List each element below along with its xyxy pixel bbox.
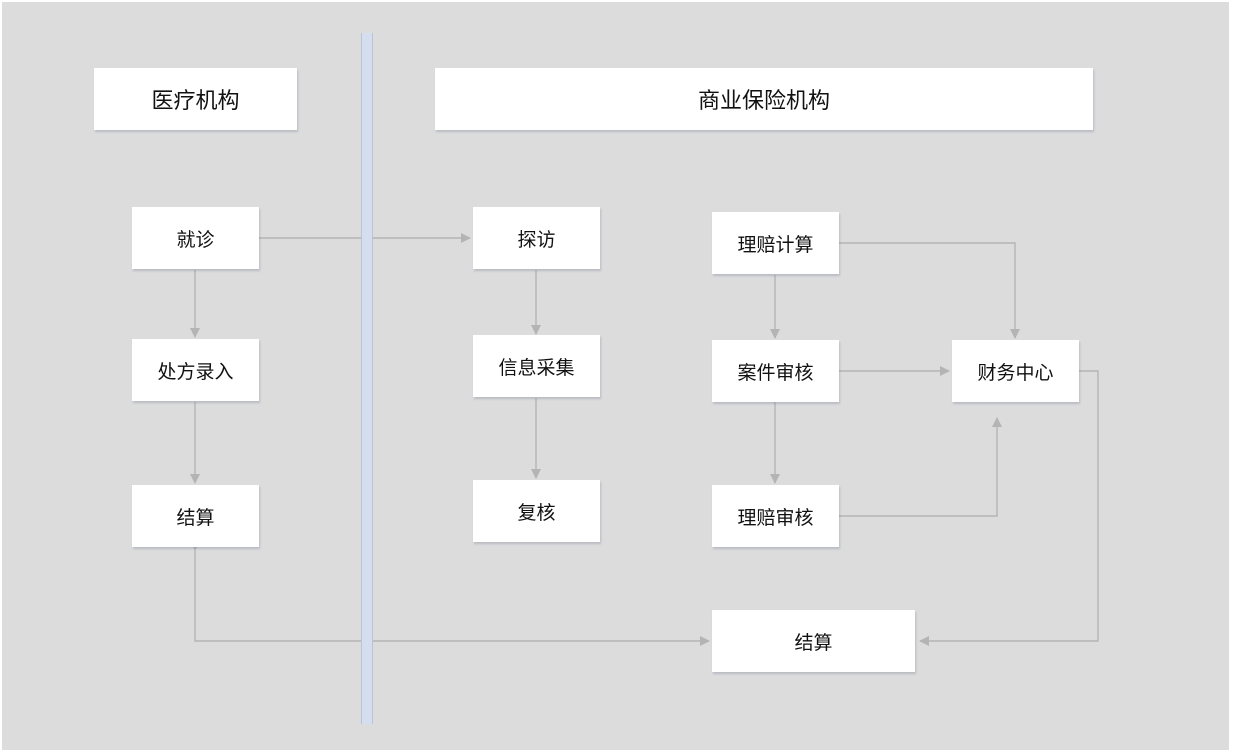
node-prescription: 处方录入 [132,339,259,401]
node-info-collect: 信息采集 [473,335,600,397]
header-insurance-institution: 商业保险机构 [435,68,1093,130]
node-settle-medical: 结算 [132,485,259,547]
node-finance-center: 财务中心 [952,340,1079,402]
node-visit-label: 就诊 [176,228,215,251]
node-visit: 就诊 [132,207,259,269]
node-case-review-label: 案件审核 [737,361,814,384]
arrow-settle-link [190,541,710,646]
node-info-collect-label: 信息采集 [498,356,575,379]
node-survey: 探访 [473,207,600,269]
header-insurance-label: 商业保险机构 [697,89,830,114]
node-prescription-label: 处方录入 [157,360,234,383]
node-settle-insurance: 结算 [712,610,915,672]
node-settle-insurance-label: 结算 [794,631,833,654]
node-claim-calc-label: 理赔计算 [737,233,814,256]
node-survey-label: 探访 [517,228,556,251]
arrow-calc-to-finance [839,242,1020,339]
node-settle-medical-label: 结算 [176,506,215,529]
arrow-review-to-finance [839,417,1002,517]
header-medical-label: 医疗机构 [151,89,240,114]
arrow-finance-to-settle [919,370,1099,646]
node-claim-calc: 理赔计算 [712,212,839,274]
node-recheck-label: 复核 [517,501,556,524]
node-finance-center-label: 财务中心 [977,361,1054,384]
node-claim-review: 理赔审核 [712,485,839,547]
header-medical-institution: 医疗机构 [94,68,297,130]
node-case-review: 案件审核 [712,340,839,402]
node-claim-review-label: 理赔审核 [737,506,814,529]
swimlane-divider [361,33,373,724]
node-recheck: 复核 [473,480,600,542]
